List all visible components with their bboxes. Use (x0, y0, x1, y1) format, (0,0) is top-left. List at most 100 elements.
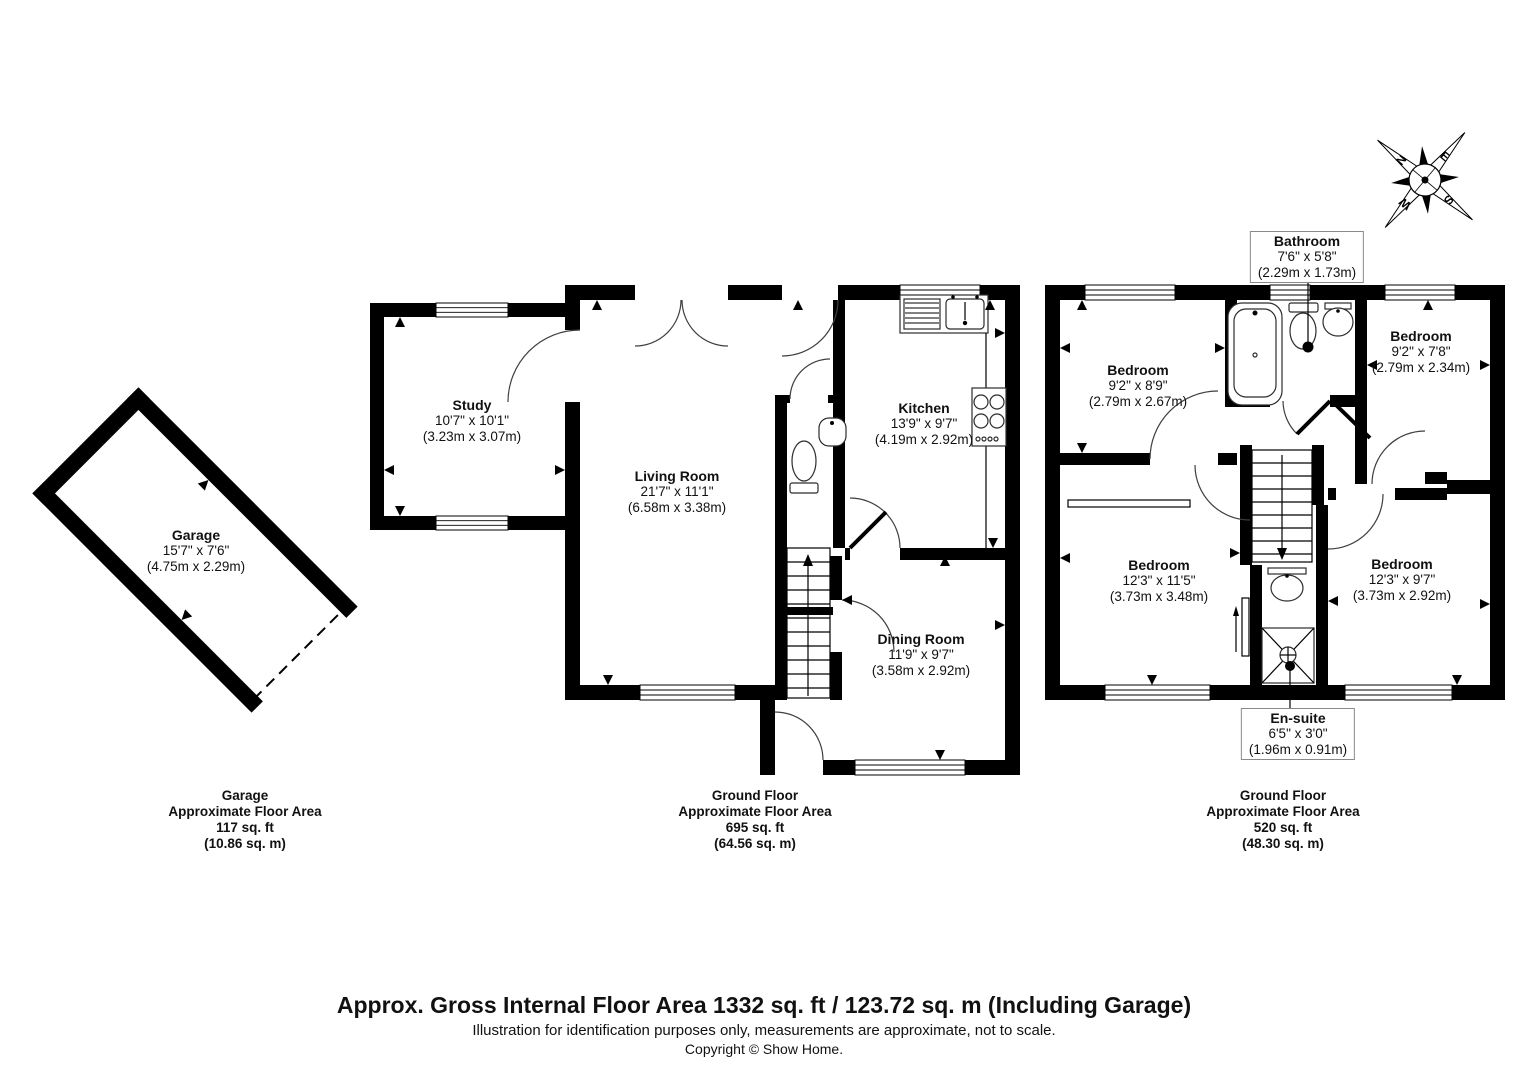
disclaimer-text: Illustration for identification purposes… (472, 1022, 1056, 1039)
ground-floor-dimension-arrows (384, 300, 1005, 760)
bathroom-door-arc (1282, 400, 1298, 435)
dining-room-imperial: 11'9" x 9'7" (888, 647, 954, 662)
study-door-arc (507, 329, 581, 403)
french-door-right-arc (681, 299, 729, 347)
bedroom-2-name: Bedroom (1390, 328, 1452, 344)
wc-door-arc (789, 358, 831, 400)
first-summary-subtitle: Approximate Floor Area (1206, 804, 1360, 819)
shower-icon (1261, 627, 1315, 684)
bedroom-3-metric: (3.73m x 3.48m) (1109, 589, 1209, 604)
first-floor-windows (1084, 284, 1456, 701)
study-name: Study (452, 397, 492, 413)
bedroom-2-metric: (2.79m x 2.34m) (1371, 360, 1471, 375)
bathroom-callout-dot (1302, 341, 1314, 353)
kitchen-sink-icon (899, 294, 989, 334)
bedroom-1-imperial: 9'2" x 8'9" (1108, 378, 1168, 393)
first-floor-doors (1149, 390, 1426, 550)
ground-summary-area-ft: 695 sq. ft (725, 820, 785, 835)
bedroom-4-name: Bedroom (1371, 556, 1433, 572)
bathroom-metric: (2.29m x 1.73m) (1257, 265, 1357, 280)
first-floor-summary: Ground Floor Approximate Floor Area 520 … (1206, 788, 1359, 852)
window (1384, 284, 1456, 301)
room-label-bedroom-3: Bedroom 12'3" x 11'5" (3.73m x 3.48m) (1110, 557, 1208, 605)
garage-summary-title: Garage (221, 788, 269, 803)
bedroom-3-imperial: 12'3" x 11'5" (1122, 573, 1196, 588)
toilet-icon (789, 440, 819, 494)
window (639, 684, 736, 701)
room-label-bathroom: Bathroom 7'6" x 5'8" (2.29m x 1.73m) (1249, 231, 1365, 283)
ground-floor-summary: Ground Floor Approximate Floor Area 695 … (678, 788, 831, 852)
window (1269, 284, 1311, 301)
kitchen-door-leaf (848, 510, 888, 550)
stairs (786, 547, 831, 699)
bedroom-2-imperial: 9'2" x 7'8" (1391, 344, 1451, 359)
bedroom3-wardrobe (1067, 499, 1191, 508)
bedroom-4-metric: (3.73m x 2.92m) (1352, 588, 1452, 603)
bathroom-door-leaf (1295, 399, 1332, 436)
bathroom-imperial: 7'6" x 5'8" (1277, 249, 1337, 264)
ensuite-callout-dot (1285, 661, 1295, 671)
dining-room-name: Dining Room (877, 631, 965, 647)
first-summary-area-m: (48.30 sq. m) (1242, 836, 1324, 851)
bathroom-name: Bathroom (1273, 233, 1341, 249)
bedroom3-door-arc (1194, 464, 1251, 521)
first-floor-dimension-arrows (1060, 300, 1490, 685)
window (1104, 684, 1211, 701)
bedroom1-door-arc (1149, 390, 1219, 460)
room-label-dining-room: Dining Room 11'9" x 9'7" (3.58m x 2.92m) (872, 631, 970, 679)
bedroom-1-metric: (2.79m x 2.67m) (1088, 394, 1188, 409)
window (435, 302, 509, 318)
bedroom-3-name: Bedroom (1128, 557, 1190, 573)
back-door-arc (774, 711, 824, 761)
ensuite-metric: (1.96m x 0.91m) (1248, 742, 1348, 757)
window (1344, 684, 1453, 701)
sink-icon (818, 417, 847, 447)
garage-door-dashed (246, 601, 352, 707)
garage-plan (32, 387, 358, 713)
garage-summary-area-ft: 117 sq. ft (216, 820, 274, 835)
dining-room-metric: (3.58m x 2.92m) (871, 663, 971, 678)
window (435, 515, 509, 531)
ground-summary-subtitle: Approximate Floor Area (678, 804, 832, 819)
study-metric: (3.23m x 3.07m) (422, 429, 522, 444)
room-label-living-room: Living Room 21'7" x 11'1" (6.58m x 3.38m… (628, 468, 726, 516)
window (854, 759, 966, 776)
gross-area-headline: Approx. Gross Internal Floor Area 1332 s… (336, 992, 1192, 1018)
garage-floor-summary: Garage Approximate Floor Area 117 sq. ft… (168, 788, 321, 852)
ground-summary-title: Ground Floor (711, 788, 799, 803)
room-label-bedroom-2: Bedroom 9'2" x 7'8" (2.79m x 2.34m) (1372, 328, 1470, 376)
stairs (1251, 449, 1313, 563)
first-summary-title: Ground Floor (1239, 788, 1327, 803)
bedroom2-door-leaf (1334, 403, 1372, 440)
ensuite-sliding-door (1233, 597, 1250, 657)
living-room-name: Living Room (634, 468, 720, 484)
front-door-arc (781, 299, 839, 357)
room-label-ensuite: En-suite 6'5" x 3'0" (1.96m x 0.91m) (1240, 708, 1356, 760)
garage-summary-area-m: (10.86 sq. m) (204, 836, 286, 851)
toilet-icon (1288, 302, 1319, 350)
window (1084, 284, 1176, 301)
ensuite-name: En-suite (1270, 710, 1326, 726)
room-label-kitchen: Kitchen 13'9" x 9'7" (4.19m x 2.92m) (875, 400, 973, 448)
ensuite-imperial: 6'5" x 3'0" (1268, 726, 1328, 741)
bedroom4-door-arc (1327, 493, 1384, 550)
room-label-garage: Garage 15'7" x 7'6" (4.75m x 2.29m) (147, 527, 245, 575)
room-label-bedroom-1: Bedroom 9'2" x 8'9" (2.79m x 2.67m) (1089, 362, 1187, 410)
copyright-text: Copyright © Show Home. (684, 1041, 844, 1057)
kitchen-name: Kitchen (898, 400, 950, 416)
kitchen-imperial: 13'9" x 9'7" (890, 416, 958, 431)
ground-summary-area-m: (64.56 sq. m) (714, 836, 796, 851)
garage-summary-subtitle: Approximate Floor Area (168, 804, 322, 819)
garage-metric: (4.75m x 2.29m) (146, 559, 246, 574)
room-label-bedroom-4: Bedroom 12'3" x 9'7" (3.73m x 2.92m) (1353, 556, 1451, 604)
garage-name: Garage (171, 527, 221, 543)
bath-icon (1227, 302, 1283, 406)
kitchen-metric: (4.19m x 2.92m) (874, 432, 974, 447)
bedroom-1-name: Bedroom (1107, 362, 1169, 378)
bedroom2-door-arc (1371, 430, 1426, 485)
living-room-imperial: 21'7" x 11'1" (640, 484, 714, 499)
french-door-left-arc (634, 299, 682, 347)
bedroom-4-imperial: 12'3" x 9'7" (1368, 572, 1436, 587)
